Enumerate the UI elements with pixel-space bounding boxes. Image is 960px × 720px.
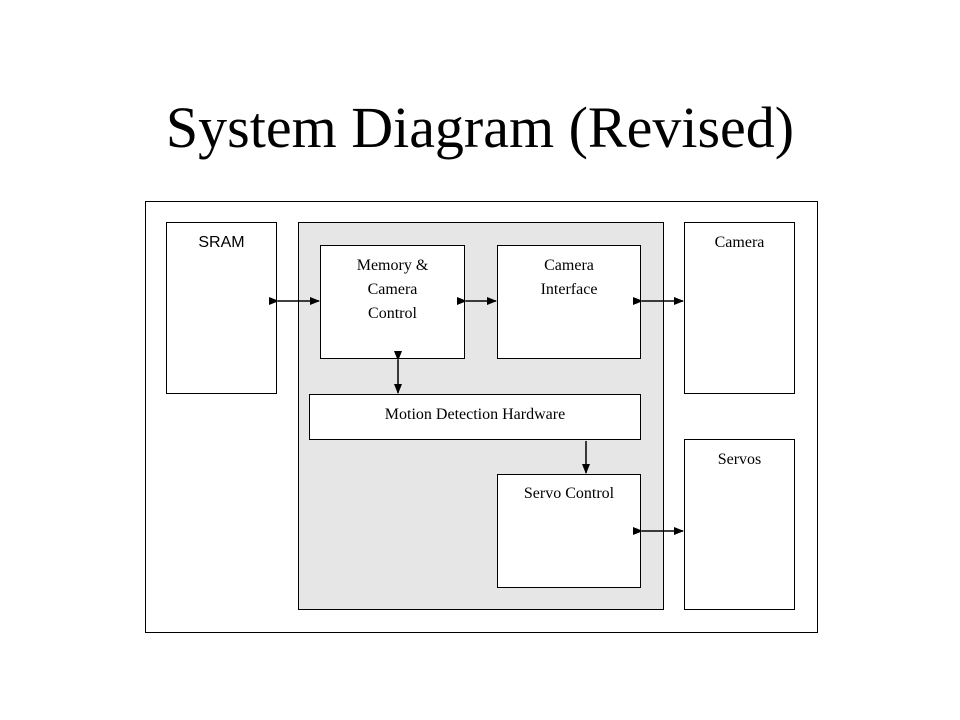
camera-interface-line-2: Interface [540, 281, 598, 298]
camera-block: Camera [684, 222, 795, 394]
memory-camera-control-block: Memory & Camera Control [320, 245, 465, 359]
servos-label: Servos [717, 451, 762, 468]
sram-label: SRAM [198, 234, 245, 251]
memory-camera-control-line-2: Camera [367, 281, 418, 298]
motion-detection-label: Motion Detection Hardware [384, 406, 566, 423]
camera-interface-block: Camera Interface [497, 245, 641, 359]
servo-control-block: Servo Control [497, 474, 641, 588]
memory-camera-control-line-3: Control [368, 305, 417, 322]
servo-control-label: Servo Control [523, 485, 615, 502]
memory-camera-control-line-1: Memory & [356, 257, 429, 274]
motion-detection-block: Motion Detection Hardware [309, 394, 641, 440]
servos-block: Servos [684, 439, 795, 610]
camera-label: Camera [714, 234, 765, 251]
camera-interface-label: Camera Interface [498, 254, 640, 302]
memory-camera-control-label: Memory & Camera Control [321, 254, 464, 326]
camera-interface-line-1: Camera [544, 257, 594, 274]
slide-title: System Diagram (Revised) [165, 95, 795, 160]
sram-block: SRAM [166, 222, 277, 394]
